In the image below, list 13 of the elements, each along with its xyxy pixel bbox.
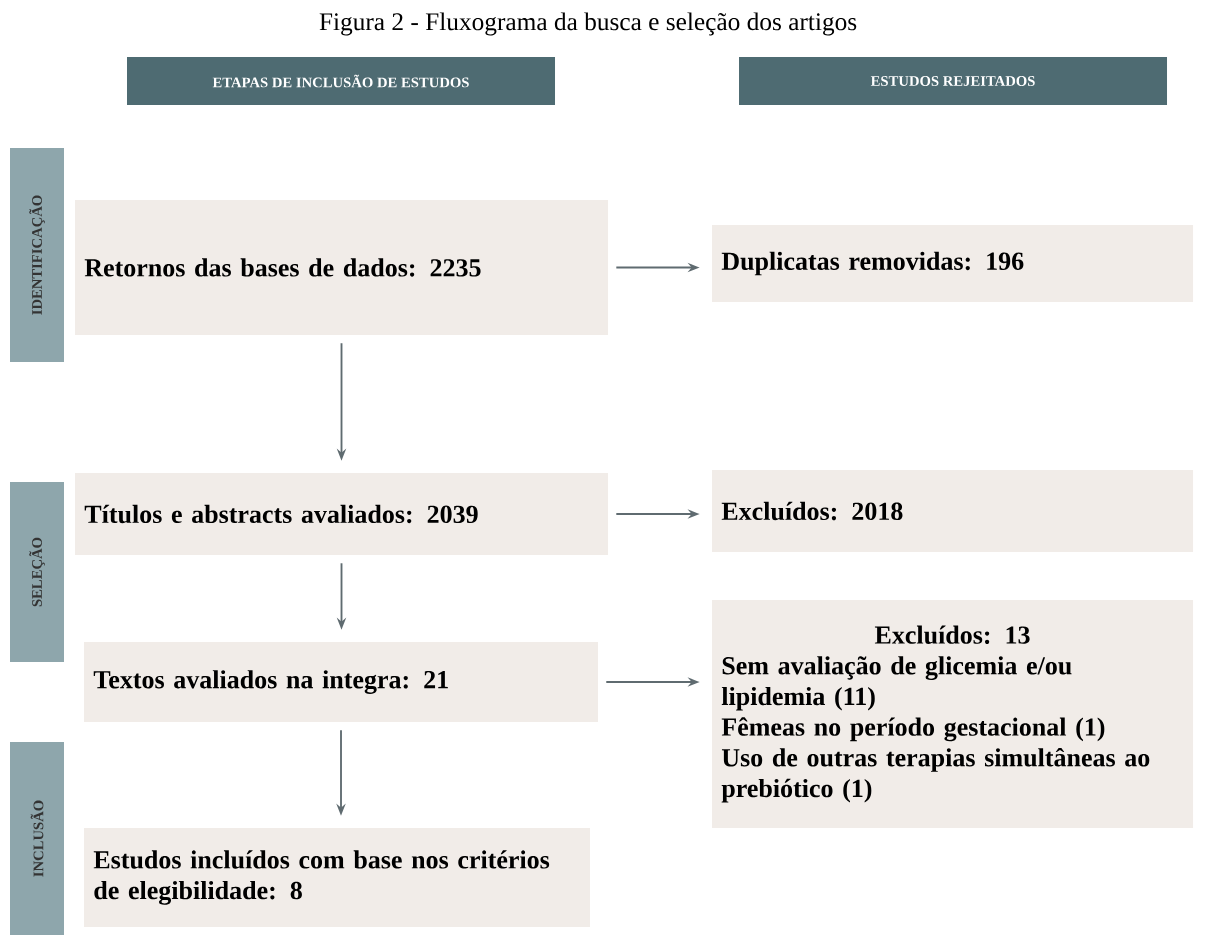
column-header: ETAPAS DE INCLUSÃO DE ESTUDOS [127,57,555,105]
stage-band: IDENTIFICAÇÃO [10,148,64,362]
stage-band: INCLUSÃO [10,742,64,935]
process-box: Estudos incluídos com base nos critérios de elegibilidade: 8 [84,828,590,927]
process-box: Duplicatas removidas: 196 [712,224,1194,303]
figure-title: Figura 2 - Fluxograma da busca e seleção dos artigos [319,12,857,36]
process-box: Textos avaliados na integra: 21 [84,642,598,722]
process-box: Excluídos: 2018 [712,470,1194,552]
stage-band: SELEÇÃO [10,482,64,662]
process-box: Títulos e abstracts avaliados: 2039 [74,473,609,555]
process-box: Retornos das bases de dados: 2235 [74,200,609,335]
column-header: ESTUDOS REJEITADOS [739,57,1167,105]
process-box: Excluídos: 13 Sem avaliação de glicemia e/ou lipidemia (11) Fêmeas no período gestacional (1) Uso de outras terapias simultâneas ao prebiótico (1) [712,600,1194,828]
